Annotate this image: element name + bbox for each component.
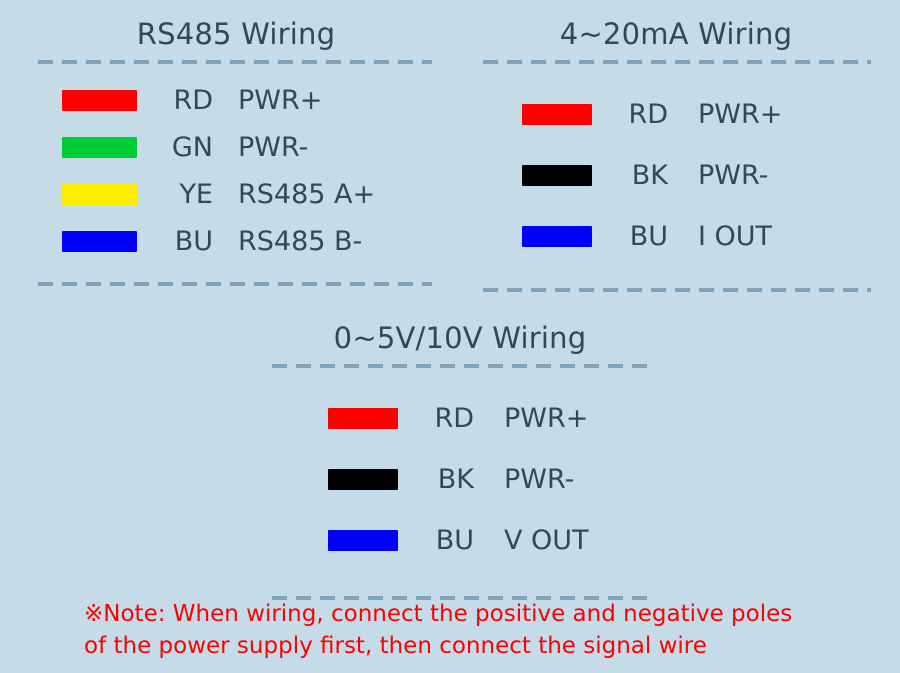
wire-row: BU RS485 B- (20, 218, 452, 265)
wire-code-label: YE (179, 178, 213, 210)
wire-code-label: RD (173, 84, 213, 116)
panel-0-5v-10v-wiring: 0~5V/10V Wiring RD PWR+ BK PWR- BU V OUT (250, 318, 670, 600)
divider-top-rs485 (38, 60, 432, 64)
wire-row: GN PWR- (20, 124, 452, 171)
wire-code-label: BU (435, 524, 474, 556)
wire-row: RD PWR+ (20, 77, 452, 124)
divider-top-4-20ma (483, 60, 871, 64)
wire-code-label: BK (631, 159, 668, 191)
wire-color-swatch-blue (62, 231, 137, 252)
panel-rs485-wiring: RS485 Wiring RD PWR+ GN PWR- YE RS485 A+… (20, 14, 452, 286)
wire-code-label: BU (629, 220, 668, 252)
wire-row: RD PWR+ (250, 388, 670, 449)
divider-bottom-0-5v-10v (272, 596, 656, 600)
wire-function-label: I OUT (698, 220, 773, 252)
divider-bottom-rs485 (38, 282, 432, 286)
divider-bottom-4-20ma (483, 288, 871, 292)
wire-color-swatch-red (62, 90, 137, 111)
wire-function-label: V OUT (504, 524, 589, 556)
wire-function-label: PWR- (698, 159, 769, 191)
wiring-note-line-1: ※Note: When wiring, connect the positive… (84, 601, 793, 627)
wire-row: RD PWR+ (466, 84, 886, 145)
wire-color-swatch-black (328, 469, 398, 490)
divider-top-0-5v-10v (272, 364, 656, 368)
wire-function-label: PWR- (238, 131, 309, 163)
wire-list-4-20ma: RD PWR+ BK PWR- BU I OUT (466, 64, 886, 267)
wire-function-label: RS485 A+ (238, 178, 376, 210)
wire-code-label: RD (434, 402, 474, 434)
panel-title-4-20ma: 4~20mA Wiring (559, 17, 793, 51)
wire-function-label: PWR+ (698, 98, 783, 130)
wiring-note: ※Note: When wiring, connect the positive… (84, 598, 844, 662)
wire-color-swatch-blue (522, 226, 592, 247)
wire-function-label: PWR- (504, 463, 575, 495)
wire-code-label: BU (174, 225, 213, 257)
wire-color-swatch-red (328, 408, 398, 429)
wire-function-label: RS485 B- (238, 225, 363, 257)
wire-color-swatch-blue (328, 530, 398, 551)
panel-title-rs485: RS485 Wiring (136, 17, 336, 51)
wire-function-label: PWR+ (504, 402, 589, 434)
panel-title-0-5v-10v: 0~5V/10V Wiring (333, 321, 587, 355)
wire-code-label: RD (628, 98, 668, 130)
wiring-note-line-2: of the power supply first, then connect … (84, 633, 707, 659)
wire-list-0-5v-10v: RD PWR+ BK PWR- BU V OUT (250, 368, 670, 571)
wire-row: BU V OUT (250, 510, 670, 571)
wire-color-swatch-black (522, 165, 592, 186)
wire-color-swatch-green (62, 137, 137, 158)
wire-color-swatch-yellow (62, 184, 137, 205)
wire-row: BU I OUT (466, 206, 886, 267)
wire-code-label: GN (171, 131, 213, 163)
wire-row: BK PWR- (250, 449, 670, 510)
wire-list-rs485: RD PWR+ GN PWR- YE RS485 A+ BU RS485 B- (20, 64, 452, 265)
wire-row: YE RS485 A+ (20, 171, 452, 218)
wire-color-swatch-red (522, 104, 592, 125)
wire-code-label: BK (437, 463, 474, 495)
wire-row: BK PWR- (466, 145, 886, 206)
wire-function-label: PWR+ (238, 84, 323, 116)
panel-4-20ma-wiring: 4~20mA Wiring RD PWR+ BK PWR- BU I OUT (466, 14, 886, 292)
